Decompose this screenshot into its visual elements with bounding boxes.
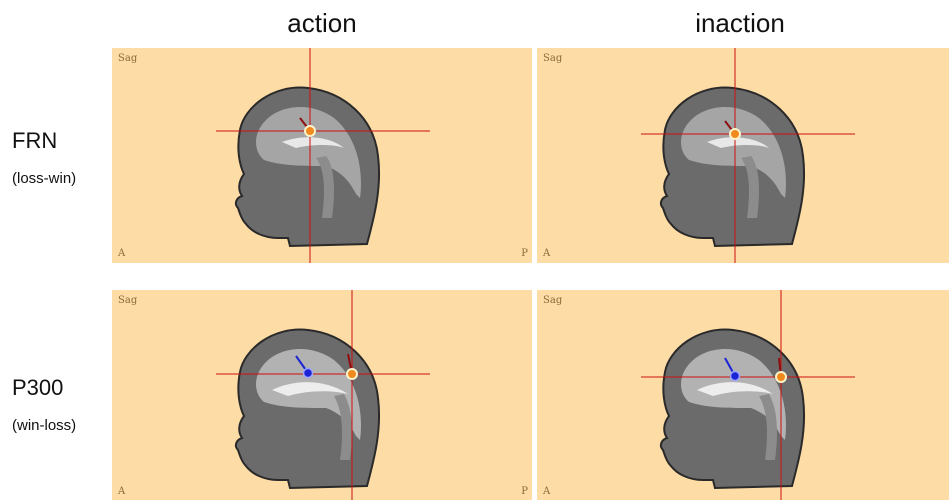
sagittal-brain-image xyxy=(216,290,430,500)
brain-panel-p300-action: Sag A P xyxy=(112,290,532,500)
posterior-label: P xyxy=(521,486,528,497)
anterior-label: A xyxy=(543,248,551,259)
row-label-frn: FRN (loss-win) xyxy=(12,128,76,187)
posterior-label: P xyxy=(521,248,528,259)
head-silhouette xyxy=(234,86,381,248)
anterior-label: A xyxy=(543,486,551,497)
crosshair xyxy=(216,48,430,263)
anterior-label: A xyxy=(118,486,126,497)
view-label: Sag xyxy=(118,53,138,64)
head-silhouette xyxy=(659,328,806,490)
head-silhouette xyxy=(659,86,806,248)
row-subtitle: (loss-win) xyxy=(12,170,77,187)
column-header-action: action xyxy=(287,8,357,38)
view-label: Sag xyxy=(543,53,563,64)
sagittal-brain-image xyxy=(216,48,430,263)
row-title: FRN xyxy=(12,128,58,153)
row-subtitle: (win-loss) xyxy=(12,417,77,434)
brain-panel-p300-inaction: Sag A xyxy=(537,290,949,500)
column-header-inaction: inaction xyxy=(695,8,785,38)
dipole-marker-orange xyxy=(775,371,787,383)
crosshair xyxy=(216,290,430,500)
crosshair xyxy=(641,48,855,263)
head-silhouette xyxy=(234,328,381,490)
crosshair xyxy=(641,290,855,500)
anterior-label: A xyxy=(118,248,126,259)
brain-panel-frn-action: Sag A P xyxy=(112,48,532,263)
dipole-marker-orange xyxy=(729,128,741,140)
dipole-marker-orange xyxy=(304,125,316,137)
dipole-marker-blue xyxy=(729,370,741,382)
sagittal-brain-image xyxy=(641,48,855,263)
view-label: Sag xyxy=(118,295,138,306)
row-label-p300: P300 (win-loss) xyxy=(12,375,76,434)
dipole-marker-orange xyxy=(346,368,358,380)
view-label: Sag xyxy=(543,295,563,306)
sagittal-brain-image xyxy=(641,290,855,500)
dipole-marker-blue xyxy=(302,367,314,379)
row-title: P300 xyxy=(12,375,64,400)
brain-panel-frn-inaction: Sag A xyxy=(537,48,949,263)
